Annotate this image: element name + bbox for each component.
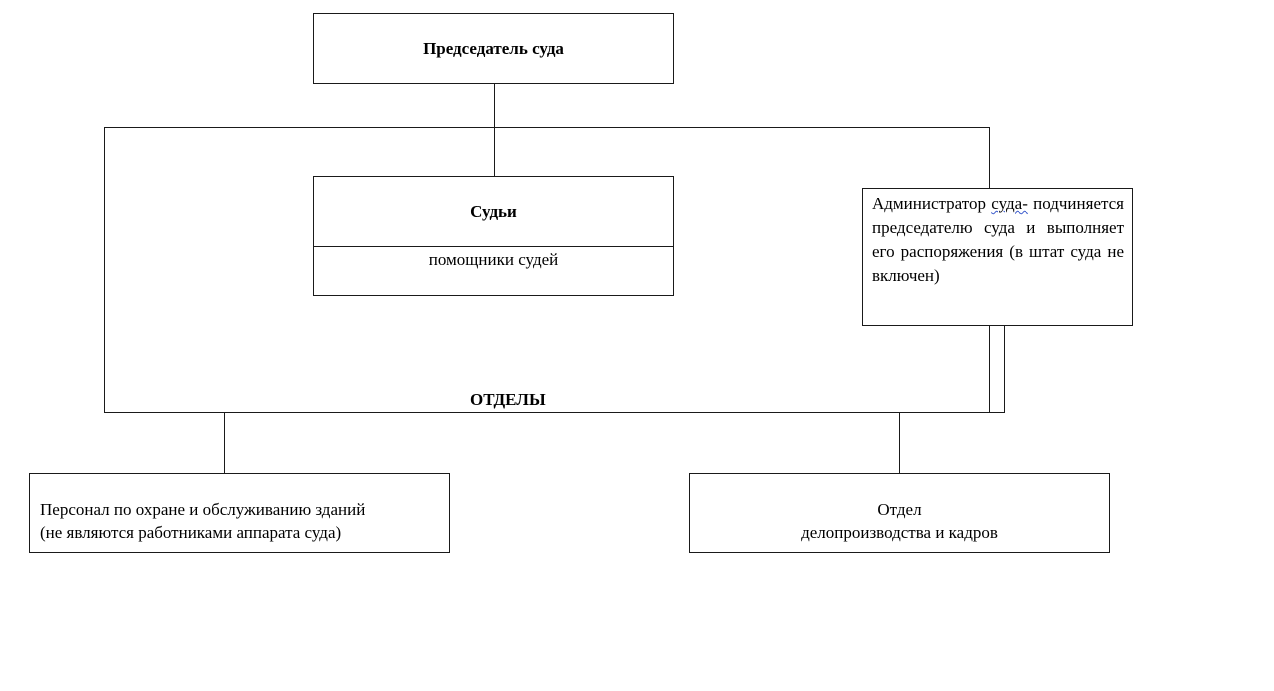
records-box: Отдел делопроизводства и кадров (689, 473, 1110, 553)
administrator-box: Администратор суда- подчиняется председа… (862, 188, 1133, 326)
staff-box: Персонал по охране и обслуживанию зданий… (29, 473, 450, 553)
staff-line-2: (не являются работниками аппарата суда) (40, 523, 342, 542)
records-line-1: Отдел (877, 500, 922, 519)
chairman-label: Председатель суда (423, 39, 564, 58)
staff-line-1: Персонал по охране и обслуживанию зданий (40, 500, 366, 519)
administrator-text: Администратор суда- подчиняется председа… (872, 192, 1124, 288)
connector-to-records (899, 412, 900, 473)
connector-admin-down (1004, 326, 1005, 413)
departments-frame-bottom (104, 412, 1005, 413)
administrator-description: подчиняется председателю суда и выполняе… (872, 194, 1124, 285)
judges-assistants-label: помощники судей (428, 250, 559, 269)
judges-label: Судьи (470, 202, 517, 221)
judges-box: Судьи помощники судей (313, 176, 674, 296)
departments-label: ОТДЕЛЫ (470, 390, 546, 409)
chairman-box: Председатель суда (313, 13, 674, 84)
judges-divider (314, 246, 673, 247)
records-line-2: делопроизводства и кадров (801, 523, 998, 542)
administrator-spellcheck-word: суда- (991, 194, 1028, 213)
connector-frame-to-judges (494, 127, 495, 176)
records-text: Отдел делопроизводства и кадров (690, 498, 1109, 544)
connector-chairman-to-frame (494, 84, 495, 127)
connector-to-staff (224, 412, 225, 473)
staff-text: Персонал по охране и обслуживанию зданий… (40, 498, 443, 544)
administrator-word: Администратор (872, 194, 986, 213)
